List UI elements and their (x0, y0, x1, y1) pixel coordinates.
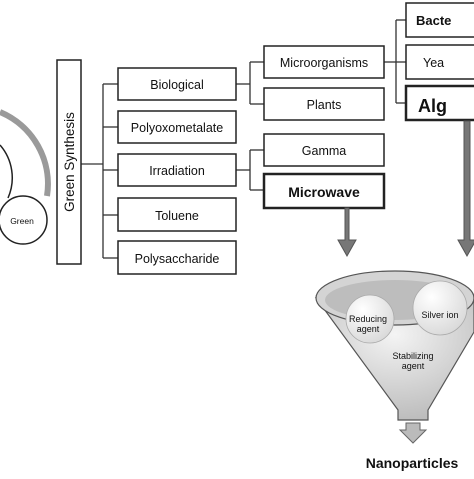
down-arrows (337, 120, 474, 258)
left-inner-arc (0, 144, 13, 199)
method-irradiation: Irradiation (149, 164, 205, 178)
silver-ion-ball (412, 280, 468, 336)
left-circle-group: Green (0, 109, 51, 245)
green-circle (0, 195, 48, 245)
micro-yeast: Yea (423, 56, 444, 70)
reducing-agent-ball (345, 294, 395, 344)
irradiation-microwave: Microwave (288, 184, 360, 200)
source-boxes: Microorganisms Plants Gamma Microwave (262, 45, 386, 210)
irradiation-gamma: Gamma (302, 144, 347, 158)
method-biological: Biological (150, 78, 204, 92)
micro-algae: Alg (418, 96, 447, 116)
silver-ion-label: Silver ion (421, 310, 458, 320)
green-circle-label: Green (10, 216, 34, 226)
root-box: Green Synthesis (56, 59, 82, 265)
arrow-from-algae (457, 120, 474, 258)
method-toluene: Toluene (155, 209, 199, 223)
microorganism-boxes: Bacte Yea Alg (404, 2, 474, 122)
micro-bacteria: Bacte (416, 13, 451, 28)
left-arc (0, 109, 51, 197)
root-label: Green Synthesis (62, 112, 77, 212)
method-polysaccharide: Polysaccharide (135, 252, 220, 266)
nanoparticles-label: Nanoparticles (366, 455, 459, 471)
source-microorganisms: Microorganisms (280, 56, 368, 70)
funnel-output-arrow (398, 422, 428, 444)
source-plants: Plants (307, 98, 342, 112)
method-polyoxometalate: Polyoxometalate (131, 121, 223, 135)
connector-lines (81, 19, 406, 259)
arrow-from-microwave (337, 207, 357, 258)
method-boxes: Biological Polyoxometalate Irradiation T… (117, 67, 237, 275)
